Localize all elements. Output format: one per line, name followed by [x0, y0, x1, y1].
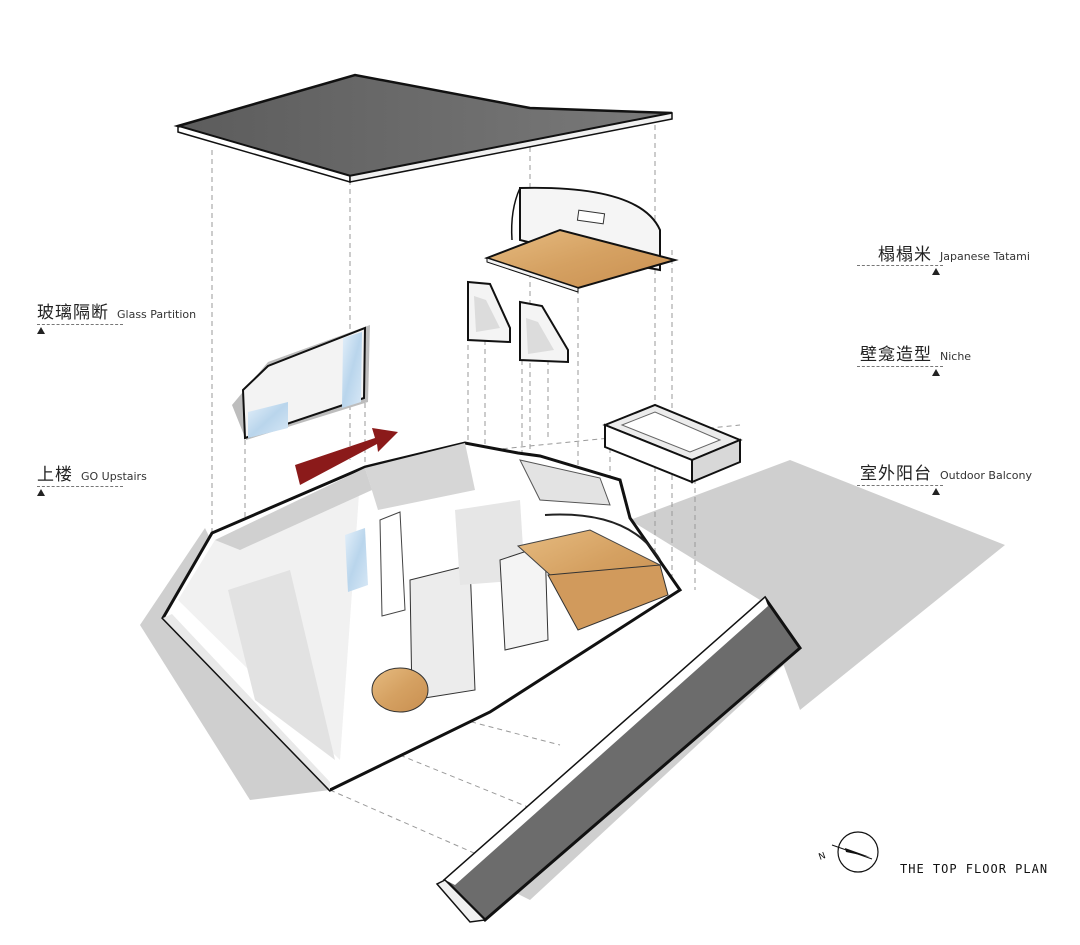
label-glass-partition-en: Glass Partition	[117, 308, 197, 321]
label-go-upstairs-en: GO Upstairs	[81, 470, 147, 483]
label-glass-partition-zh: 玻璃隔断	[37, 303, 109, 323]
stair-arrow	[295, 428, 398, 485]
underline-japanese-tatami	[857, 265, 943, 266]
label-niche: 壁龛造型 Niche	[860, 340, 971, 365]
label-go-upstairs-zh: 上楼	[37, 465, 73, 485]
balcony-piece	[602, 403, 743, 484]
plan-title: THE TOP FLOOR PLAN	[900, 862, 1049, 876]
triangle-marker-icon	[932, 488, 940, 495]
underline-glass-partition	[37, 324, 123, 325]
roof-slab	[173, 73, 673, 183]
compass-icon	[831, 831, 879, 873]
triangle-marker-icon	[37, 489, 45, 496]
label-japanese-tatami-en: Japanese Tatami	[940, 250, 1030, 263]
triangle-marker-icon	[932, 369, 940, 376]
glass-partition-piece	[232, 325, 370, 440]
niche-pieces	[467, 280, 569, 364]
underline-niche	[857, 366, 943, 367]
label-glass-partition: 玻璃隔断 Glass Partition	[37, 298, 196, 323]
triangle-marker-icon	[932, 268, 940, 275]
triangle-marker-icon	[37, 327, 45, 334]
label-japanese-tatami: 榻榻米 Japanese Tatami	[878, 240, 1030, 265]
label-niche-en: Niche	[940, 350, 972, 363]
label-japanese-tatami-zh: 榻榻米	[878, 245, 932, 265]
front-wall-panel	[435, 595, 803, 923]
label-go-upstairs: 上楼 GO Upstairs	[37, 460, 147, 485]
label-outdoor-balcony-en: Outdoor Balcony	[940, 469, 1033, 482]
underline-go-upstairs	[37, 486, 123, 487]
label-niche-zh: 壁龛造型	[860, 345, 932, 365]
underline-outdoor-balcony	[857, 485, 943, 486]
label-outdoor-balcony: 室外阳台 Outdoor Balcony	[860, 459, 1032, 484]
floor-base	[161, 441, 683, 792]
label-outdoor-balcony-zh: 室外阳台	[860, 464, 932, 484]
tatami-module	[484, 186, 679, 293]
